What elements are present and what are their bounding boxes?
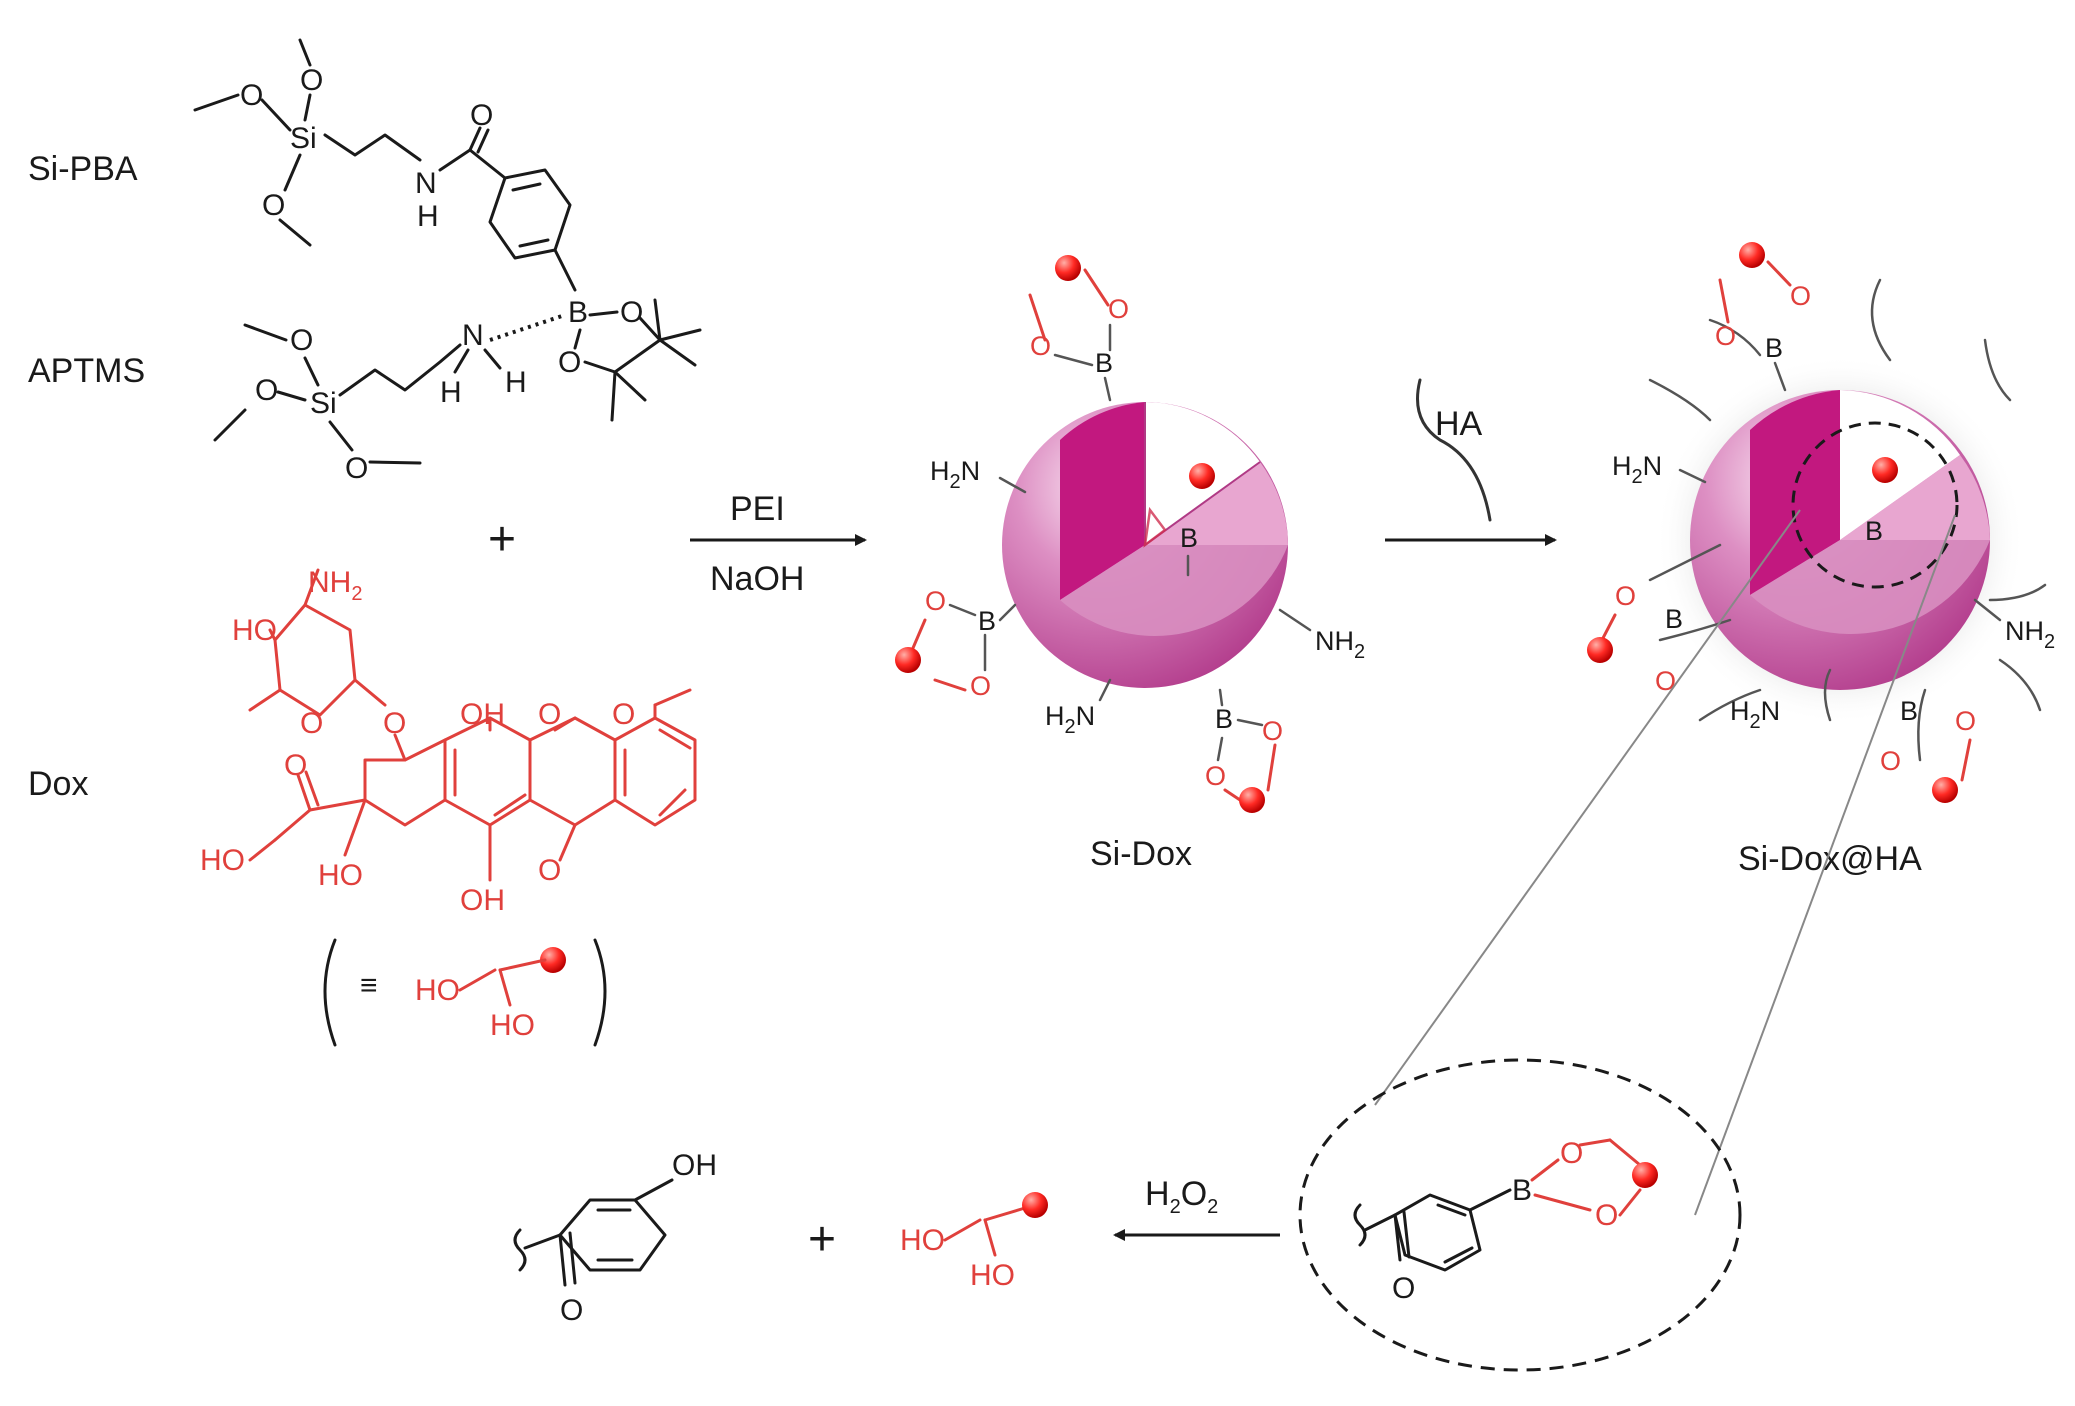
reaction-arrow-2: HA [1385, 378, 1557, 546]
h2n-group: H2N [1612, 451, 1662, 488]
o-atom: O [538, 698, 561, 731]
reagent-naoh: NaOH [710, 560, 804, 598]
reagent-pei: PEI [730, 490, 785, 528]
o-atom: O [290, 324, 313, 357]
nh2-group: NH2 [308, 566, 362, 605]
o-atom: O [1595, 1199, 1618, 1232]
o-atom: O [383, 707, 406, 740]
b-atom: B [1180, 523, 1198, 553]
reaction-arrow-1: PEI NaOH [690, 490, 867, 598]
nh2-group: NH2 [2005, 616, 2055, 653]
o-atom: O [1715, 321, 1736, 351]
plus-sign-1: + [488, 513, 516, 566]
si-atom: Si [310, 387, 337, 420]
phenol-product: O OH [513, 1149, 717, 1327]
aptms-structure: O O Si O N H H [213, 319, 527, 485]
h2n-group: H2N [1730, 696, 1780, 733]
product-si-dox: Si-Dox [1090, 835, 1192, 873]
plus-sign-2: + [808, 1213, 836, 1266]
b-atom: B [1512, 1174, 1532, 1207]
h2n-group: H2N [930, 456, 980, 493]
h-atom: H [505, 366, 527, 399]
ho-group: HO [900, 1224, 945, 1257]
o-atom: O [560, 1294, 583, 1327]
label-si-pba: Si-PBA [28, 150, 138, 188]
reagent-ha: HA [1435, 405, 1483, 443]
o-atom: O [300, 64, 323, 97]
ho-group: HO [970, 1259, 1015, 1292]
reagent-h2o2: H2O2 [1145, 1175, 1218, 1218]
nh2-group: NH2 [1315, 626, 1365, 663]
o-atom: O [284, 749, 307, 782]
oh-group: OH [460, 884, 505, 917]
ho-group: HO [200, 844, 245, 877]
b-atom: B [978, 606, 996, 636]
si-pba-structure: Si O O O N H O B O O [193, 38, 702, 422]
reaction-arrow-3: H2O2 [1113, 1175, 1280, 1241]
b-atom: B [1095, 348, 1113, 378]
o-atom: O [240, 79, 263, 112]
b-atom: B [1665, 604, 1683, 634]
h-atom: H [440, 376, 462, 409]
o-atom: O [1615, 581, 1636, 611]
o-atom: O [1655, 666, 1676, 696]
o-atom: O [620, 296, 643, 329]
n-atom: N [462, 319, 484, 352]
b-atom: B [568, 296, 588, 329]
ho-group: HO [490, 1009, 535, 1042]
o-atom: O [300, 707, 323, 740]
o-atom: O [345, 452, 368, 485]
o-atom: O [1560, 1137, 1583, 1170]
label-aptms: APTMS [28, 352, 145, 390]
ho-group: HO [415, 974, 460, 1007]
si-atom: Si [290, 122, 317, 155]
o-atom: O [925, 586, 946, 616]
o-atom: O [262, 189, 285, 222]
oh-group: OH [672, 1149, 717, 1182]
o-atom: O [1262, 716, 1283, 746]
o-atom: O [1030, 331, 1051, 361]
equiv-sign: ≡ [360, 969, 378, 1002]
o-atom: O [1955, 706, 1976, 736]
released-dox: HO HO [900, 1192, 1048, 1292]
o-atom: O [612, 698, 635, 731]
b-atom: B [1900, 696, 1918, 726]
dox-structure: NH2 HO O O OH O O OH O HO HO [200, 566, 697, 917]
product-si-dox-ha: Si-Dox@HA [1738, 840, 1922, 878]
o-atom: O [1880, 746, 1901, 776]
b-atom: B [1865, 516, 1883, 546]
o-atom: O [970, 671, 991, 701]
n-atom: N [415, 167, 437, 200]
si-dox-particle: B B O O H2N B O O NH2 H2N B O O [895, 255, 1365, 873]
dox-equivalence: ≡ HO HO [323, 938, 607, 1047]
o-atom: O [538, 854, 561, 887]
h2n-group: H2N [1045, 701, 1095, 738]
label-dox: Dox [28, 765, 88, 803]
o-atom: O [1392, 1272, 1415, 1305]
o-atom: O [1205, 761, 1226, 791]
b-atom: B [1765, 333, 1783, 363]
si-dox-ha-particle: B B O O H2N B O O NH2 H2N [1587, 242, 2055, 878]
o-atom: O [470, 99, 493, 132]
o-atom: O [1108, 294, 1129, 324]
zoom-detail: O B O O [1298, 1058, 1742, 1372]
b-atom: B [1215, 704, 1233, 734]
o-atom: O [558, 346, 581, 379]
o-atom: O [1790, 281, 1811, 311]
oh-group: OH [460, 698, 505, 731]
h-atom: H [417, 200, 439, 233]
ho-group: HO [318, 859, 363, 892]
o-atom: O [255, 374, 278, 407]
